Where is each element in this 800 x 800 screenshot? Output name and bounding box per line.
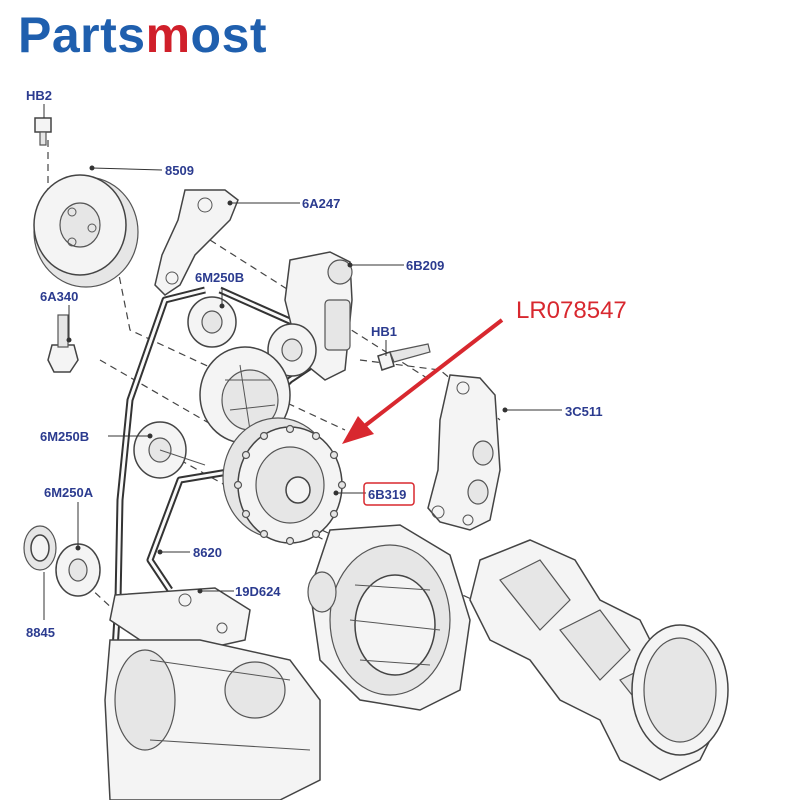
callout-19d624: 19D624 bbox=[235, 584, 281, 599]
idler-6m250b-top bbox=[187, 296, 237, 348]
callout-6a247: 6A247 bbox=[302, 196, 340, 211]
crank-damper-6b319 bbox=[222, 417, 347, 546]
bolt-hb1 bbox=[377, 343, 431, 371]
callout-3c511: 3C511 bbox=[565, 404, 603, 419]
brand-logo-part1: Parts bbox=[18, 7, 146, 63]
cap-8845 bbox=[23, 525, 57, 571]
idler-6m250b-mid bbox=[133, 421, 206, 479]
idler-6m250a bbox=[55, 543, 101, 597]
callout-6m250b-top: 6M250B bbox=[195, 270, 244, 285]
ac-compressor bbox=[104, 639, 321, 800]
callout-6a340: 6A340 bbox=[40, 289, 78, 304]
callout-6m250a: 6M250A bbox=[44, 485, 94, 500]
brand-logo: Partsmost bbox=[18, 10, 267, 60]
brand-logo-part2: m bbox=[145, 7, 191, 63]
bracket-3c511 bbox=[427, 374, 501, 531]
callout-8620: 8620 bbox=[193, 545, 222, 560]
callout-6b319: 6B319 bbox=[368, 487, 406, 502]
bracket-6a247 bbox=[154, 189, 239, 296]
callout-6b209: 6B209 bbox=[406, 258, 444, 273]
callout-8509: 8509 bbox=[165, 163, 194, 178]
bolt-hb2 bbox=[34, 117, 52, 146]
callout-8845: 8845 bbox=[26, 625, 55, 640]
highlight-part-number: LR078547 bbox=[516, 297, 627, 324]
alternator bbox=[307, 524, 471, 711]
tensioner-6b209 bbox=[267, 251, 353, 381]
callout-6m250b-mid: 6M250B bbox=[40, 429, 89, 444]
callout-hb2: HB2 bbox=[26, 88, 52, 103]
highlight-arrow bbox=[342, 318, 504, 444]
callout-hb1: HB1 bbox=[371, 324, 397, 339]
crankshaft bbox=[469, 539, 729, 781]
brand-logo-part3: ost bbox=[190, 7, 268, 63]
leader-lines bbox=[43, 104, 562, 620]
bolt-6a340 bbox=[47, 314, 79, 373]
pulley-8509 bbox=[33, 174, 139, 288]
highlight-box-6b319 bbox=[363, 482, 415, 506]
